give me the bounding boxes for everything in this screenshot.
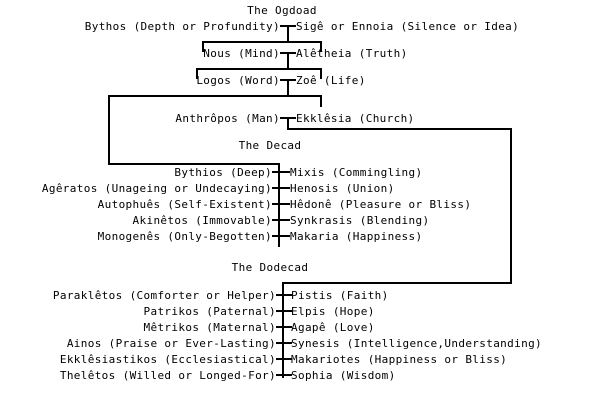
descent-bar-ogdoad-2 [196,68,322,70]
aeon-male-dodecad-1: Paraklêtos (Comforter or Helper) [52,289,276,302]
aeon-male-dodecad-2: Patrikos (Paternal) [143,305,276,318]
dodecad-branch-right-leg [510,128,512,284]
descent-left-ogdoad-2 [196,68,198,79]
descent-bar-ogdoad-3 [108,95,322,97]
aeon-female-decad-2: Henosis (Union) [290,182,395,195]
aeon-female-dodecad-4: Synesis (Intelligence,Understanding) [291,337,543,350]
aeon-male-dodecad-4: Ainos (Praise or Ever-Lasting) [66,337,276,350]
aeon-male-decad-3: Autophuês (Self-Existent) [97,198,272,211]
dodecad-spine [282,282,284,378]
descent-right-ogdoad-2 [320,68,322,79]
aeon-female-decad-5: Makaria (Happiness) [290,230,423,243]
decad-branch-bar [108,163,280,165]
descent-stub-ogdoad-4 [287,117,289,130]
descent-right-ogdoad-3 [320,95,322,107]
aeon-male-decad-2: Agêratos (Unageing or Undecaying) [41,182,272,195]
aeon-male-decad-1: Bythios (Deep) [174,166,272,179]
group-heading-ogdoad: The Ogdoad [247,4,317,17]
aeon-female-ogdoad-4: Ekklêsia (Church) [296,112,415,125]
aeon-male-ogdoad-3: Logos (Word) [196,74,280,87]
pair-connector-dodecad-3 [276,326,292,328]
aeon-male-decad-4: Akinêtos (Immovable) [132,214,272,227]
descent-left-ogdoad-1 [202,41,204,52]
pair-connector-decad-2 [272,187,290,189]
aeon-female-ogdoad-2: Alêtheia (Truth) [296,47,408,60]
aeon-male-decad-5: Monogenês (Only-Begotten) [97,230,272,243]
aeon-male-dodecad-6: Thelêtos (Willed or Longed-For) [59,369,276,382]
dodecad-branch-bar [287,128,512,130]
aeon-female-dodecad-2: Elpis (Hope) [291,305,375,318]
aeon-female-dodecad-3: Agapê (Love) [291,321,375,334]
decad-spine [278,163,280,247]
aeon-female-ogdoad-1: Sigê or Ennoia (Silence or Idea) [296,20,520,33]
group-heading-dodecad: The Dodecad [231,261,309,274]
aeon-female-decad-1: Mixis (Commingling) [290,166,423,179]
aeon-male-ogdoad-1: Bythos (Depth or Profundity) [84,20,280,33]
aeon-female-decad-3: Hêdonê (Pleasure or Bliss) [290,198,472,211]
dodecad-branch-top-bar [282,282,512,284]
pair-connector-decad-5 [272,235,290,237]
aeon-female-ogdoad-3: Zoê (Life) [296,74,366,87]
aeon-male-dodecad-5: Ekklêsiastikos (Ecclesiastical) [59,353,276,366]
aeon-male-dodecad-3: Mêtrikos (Maternal) [143,321,276,334]
pair-connector-dodecad-5 [276,358,292,360]
pair-connector-decad-3 [272,203,290,205]
group-heading-decad: The Decad [238,139,302,152]
pair-connector-dodecad-6 [276,374,292,376]
descent-right-ogdoad-1 [320,41,322,52]
pair-connector-decad-1 [272,171,290,173]
aeon-male-ogdoad-2: Nous (Mind) [203,47,280,60]
pair-connector-decad-4 [272,219,290,221]
pair-connector-dodecad-1 [276,294,292,296]
aeon-male-ogdoad-4: Anthrôpos (Man) [175,112,280,125]
pair-connector-dodecad-2 [276,310,292,312]
descent-bar-ogdoad-1 [202,41,322,43]
aeon-female-dodecad-6: Sophia (Wisdom) [291,369,396,382]
aeon-female-decad-4: Synkrasis (Blending) [290,214,430,227]
descent-left-ogdoad-3 [108,95,110,107]
pair-connector-dodecad-4 [276,342,292,344]
descent-stub-ogdoad-2 [287,52,289,70]
descent-stub-ogdoad-1 [287,25,289,43]
decad-branch-left-leg [108,107,110,165]
aeon-female-dodecad-5: Makariotes (Happiness or Bliss) [291,353,508,366]
descent-stub-ogdoad-3 [287,79,289,97]
aeon-female-dodecad-1: Pistis (Faith) [291,289,389,302]
